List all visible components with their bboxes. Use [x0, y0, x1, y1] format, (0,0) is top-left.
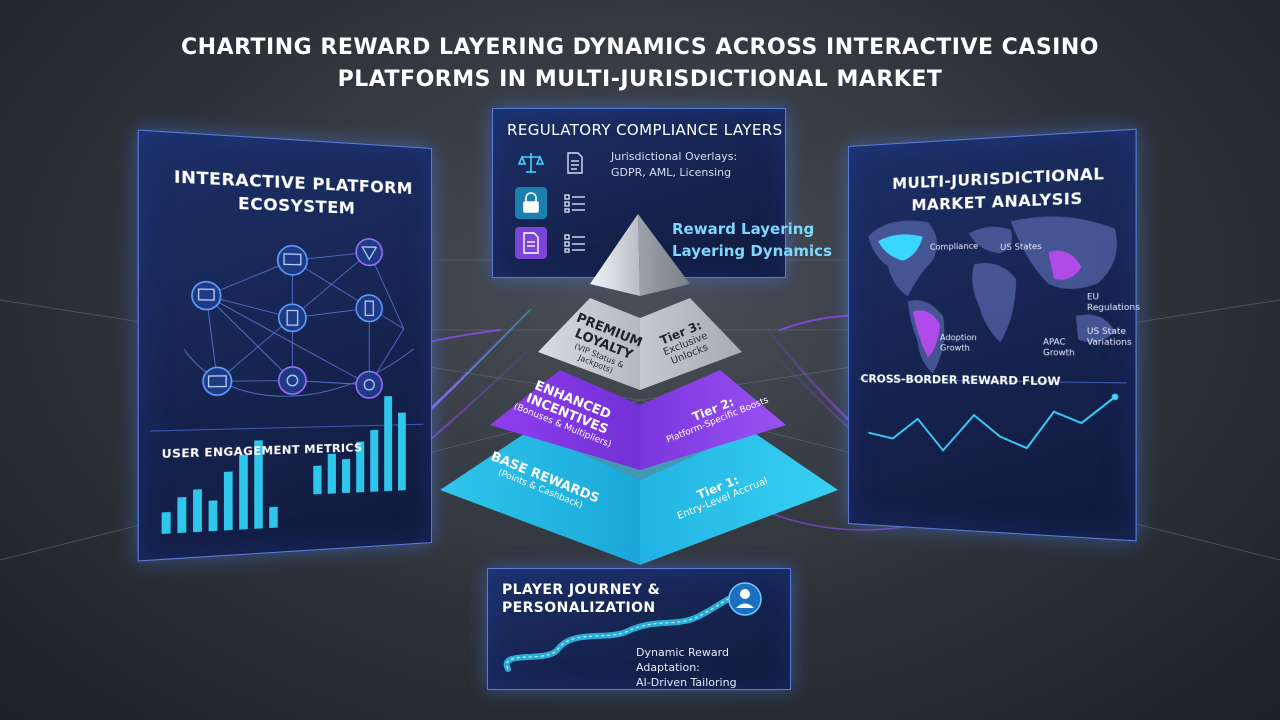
scales-icon — [515, 147, 547, 179]
journey-panel-title: PLAYER JOURNEY & PERSONALIZATION — [502, 582, 661, 616]
journey-line-2: AI-Driven Tailoring — [636, 676, 737, 689]
compliance-panel-title: REGULATORY COMPLIANCE LAYERS — [507, 121, 783, 139]
interactive-platform-panel: INTERACTIVE PLATFORM ECOSYSTEM — [137, 129, 433, 562]
base-tier-left-face — [440, 430, 640, 565]
apex-left-face — [590, 214, 640, 296]
document-icon — [515, 227, 547, 259]
chip-icon-node — [356, 371, 382, 398]
document-icon — [559, 147, 591, 179]
dynamic-reward-text: Dynamic Reward Adaptation: AI-Driven Tai… — [636, 645, 790, 690]
compliance-row-2 — [515, 187, 591, 219]
reward-layering-line-2: Layering Dynamics — [672, 242, 832, 260]
premium-tier-right-face — [640, 298, 742, 390]
phone-icon-node — [356, 295, 382, 322]
engagement-bars-b — [313, 396, 406, 495]
engagement-bar — [397, 412, 406, 491]
player-journey-panel: PLAYER JOURNEY & PERSONALIZATION Dynamic… — [487, 568, 791, 690]
journey-path — [503, 582, 762, 672]
title-line-2: PLATFORMS IN MULTI-JURISDICTIONAL MARKET — [337, 67, 943, 92]
asia-shape — [1010, 214, 1117, 290]
filter-icon-node — [356, 238, 382, 265]
engagement-bar — [370, 429, 379, 492]
page-title: CHARTING REWARD LAYERING DYNAMICS ACROSS… — [140, 32, 1140, 96]
enhanced-tier-right-face — [640, 370, 786, 470]
base-tier-right-face — [640, 430, 838, 565]
apex-right-face — [638, 214, 690, 296]
market-analysis-panel: MULTI-JURISDICTIONAL MARKET ANALYSIS Com… — [848, 128, 1140, 543]
overlays-line-1: Jurisdictional Overlays: — [611, 150, 738, 163]
jurisdictional-overlays-text: Jurisdictional Overlays: GDPR, AML, Lice… — [611, 149, 737, 181]
reward-layering-label: Reward Layering Layering Dynamics — [672, 218, 832, 262]
compliance-row-3 — [515, 227, 591, 259]
enhanced-tier-left-face — [490, 370, 640, 470]
chip-icon-node — [279, 367, 306, 394]
checklist-icon — [559, 187, 591, 219]
title-line-1: CHARTING REWARD LAYERING DYNAMICS ACROSS… — [181, 35, 1099, 60]
premium-tier-left-face — [538, 298, 640, 390]
engagement-bar — [384, 396, 393, 492]
journey-line-1: Dynamic Reward Adaptation: — [636, 646, 729, 674]
compliance-row-1 — [515, 147, 591, 179]
world-map — [849, 214, 1138, 543]
monitor-icon-node — [278, 245, 307, 275]
ecosystem-network — [139, 131, 433, 534]
tablet-icon-node — [279, 304, 306, 331]
reward-layering-line-1: Reward Layering — [672, 220, 815, 238]
lock-icon — [515, 187, 547, 219]
checklist-icon — [559, 227, 591, 259]
overlays-line-2: GDPR, AML, Licensing — [611, 166, 732, 179]
